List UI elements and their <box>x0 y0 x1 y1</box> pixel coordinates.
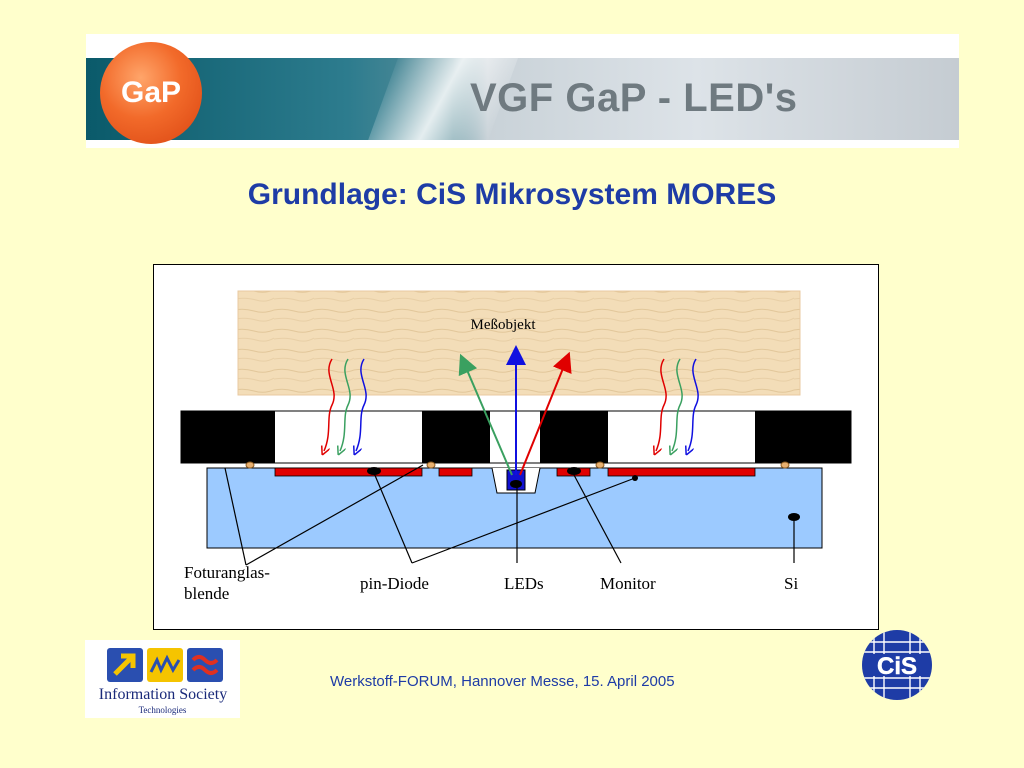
page-title: Grundlage: CiS Mikrosystem MORES <box>247 178 777 211</box>
reflected-rays-right <box>656 358 699 451</box>
cis-logo-text: CiS <box>877 653 917 680</box>
label-aperture-line1: Foturanglas- <box>184 563 270 582</box>
ist-square-wave-icon <box>147 648 183 682</box>
pin-diode-left <box>274 467 423 477</box>
mores-diagram: Meßobjekt <box>153 264 879 630</box>
measured-object <box>237 290 801 396</box>
pin-diode-right <box>607 467 756 477</box>
label-aperture-line2: blende <box>184 584 229 603</box>
emitted-ray-green <box>458 353 513 476</box>
ist-square-tilde-icon <box>187 648 223 682</box>
ist-logo-text: Information Society <box>98 686 228 703</box>
measured-object-label: Meßobjekt <box>471 317 537 333</box>
banner-band <box>86 58 959 140</box>
aperture-block-1 <box>181 411 275 463</box>
diagram-svg: Meßobjekt <box>180 290 852 603</box>
aperture-block-2 <box>422 411 490 463</box>
aperture-block-3 <box>540 411 608 463</box>
leader-lines <box>224 464 795 566</box>
solder-bumps <box>245 461 790 469</box>
gap-logo-text: GaP <box>120 76 182 109</box>
banner-title: VGF GaP - LED's <box>470 76 798 120</box>
label-monitor: Monitor <box>600 574 656 593</box>
electrode-small-left <box>438 467 473 477</box>
label-pin-diode: pin-Diode <box>360 574 429 593</box>
ist-logo-subtext: Technologies <box>138 705 187 715</box>
gap-logo: GaP <box>100 42 202 144</box>
ist-square-arrow-icon <box>107 648 143 682</box>
cis-logo: CiS <box>862 630 932 700</box>
label-leds: LEDs <box>504 574 544 593</box>
emitted-ray-red <box>519 351 572 476</box>
aperture-block-4 <box>755 411 851 463</box>
footer-text: Werkstoff-FORUM, Hannover Messe, 15. Apr… <box>330 673 675 690</box>
label-si: Si <box>784 574 798 593</box>
reflected-rays-left <box>324 358 367 451</box>
header-banner: GaP VGF GaP - LED's <box>86 34 959 148</box>
ist-logo: Information Society Technologies <box>85 640 240 718</box>
contact-dots <box>367 467 800 521</box>
